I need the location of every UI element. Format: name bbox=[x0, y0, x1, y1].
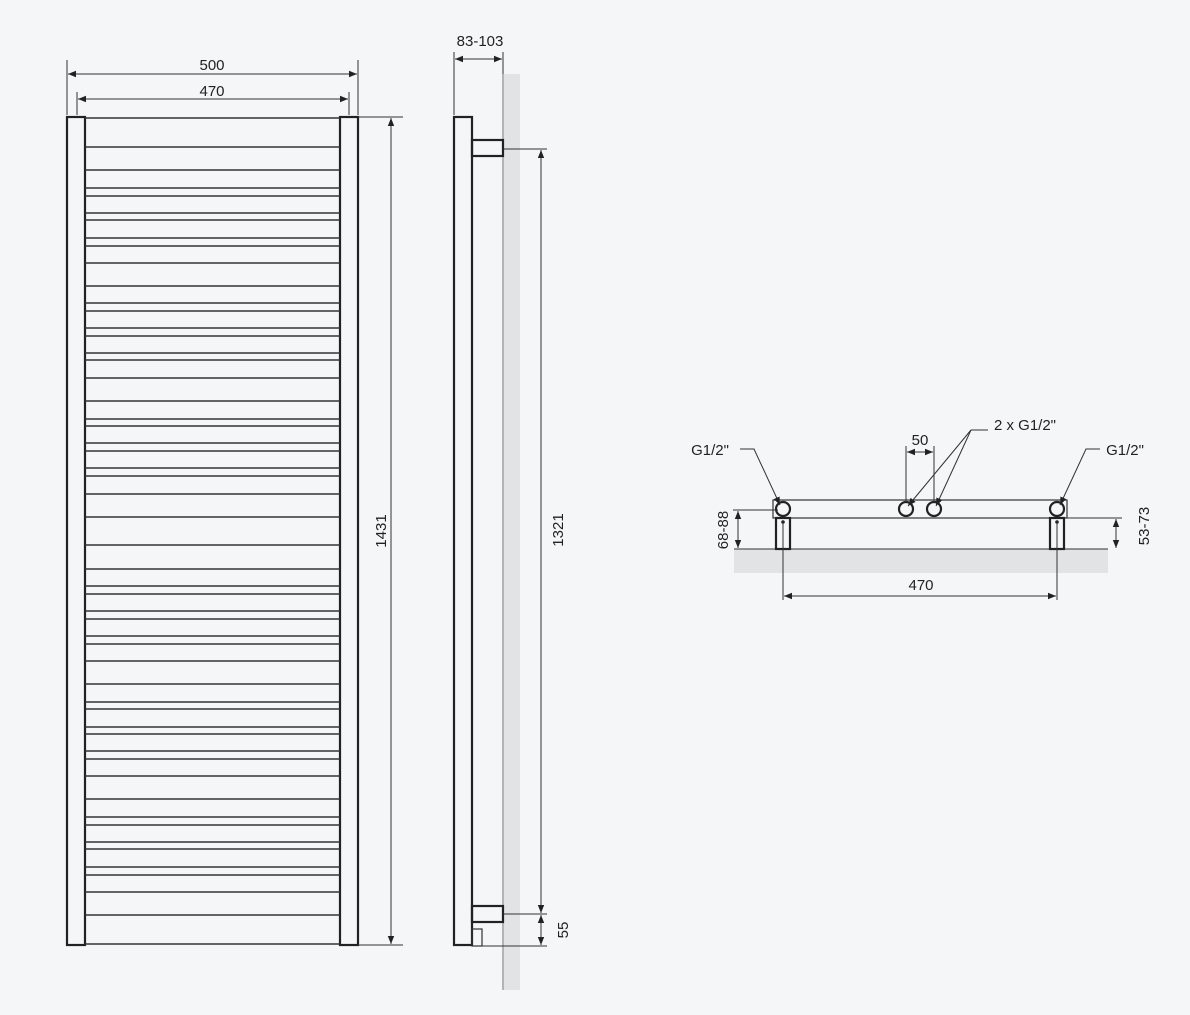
wall-distance-label: 83-103 bbox=[457, 33, 504, 50]
valve bbox=[471, 928, 483, 947]
right-connection-label: G1/2" bbox=[1106, 442, 1144, 459]
bottom-view: G1/2" G1/2" 2 x G1/2" 50 68-88 53-73 470 bbox=[691, 417, 1153, 600]
connection-width-label: 470 bbox=[908, 577, 933, 594]
floor bbox=[734, 549, 1108, 573]
right-height-label: 53-73 bbox=[1136, 507, 1153, 545]
top-rail bbox=[772, 499, 1068, 519]
heating-bars bbox=[85, 117, 340, 945]
right-upright bbox=[338, 115, 360, 947]
top-bracket bbox=[470, 138, 505, 158]
left-connection-label: G1/2" bbox=[691, 442, 729, 459]
height-label: 1431 bbox=[373, 514, 390, 547]
wall bbox=[504, 74, 520, 990]
middle-connection-icon bbox=[925, 500, 943, 518]
left-upright bbox=[65, 115, 87, 947]
side-upright bbox=[452, 115, 474, 947]
bottom-offset-label: 55 bbox=[555, 922, 572, 939]
rail-spacing-label: 470 bbox=[199, 83, 224, 100]
front-view: 500 470 1431 bbox=[65, 57, 403, 947]
connection-spacing-label: 1321 bbox=[550, 513, 567, 546]
middle-spacing-label: 50 bbox=[912, 432, 929, 449]
width-label: 500 bbox=[199, 57, 224, 74]
left-height-label: 68-88 bbox=[715, 511, 732, 549]
side-view: 83-103 1321 55 bbox=[452, 33, 572, 990]
middle-connections-label: 2 x G1/2" bbox=[994, 417, 1056, 434]
middle-connection-icon bbox=[897, 500, 915, 518]
left-connection-icon bbox=[774, 500, 792, 518]
bottom-bracket bbox=[470, 904, 505, 924]
right-connection-icon bbox=[1048, 500, 1066, 518]
